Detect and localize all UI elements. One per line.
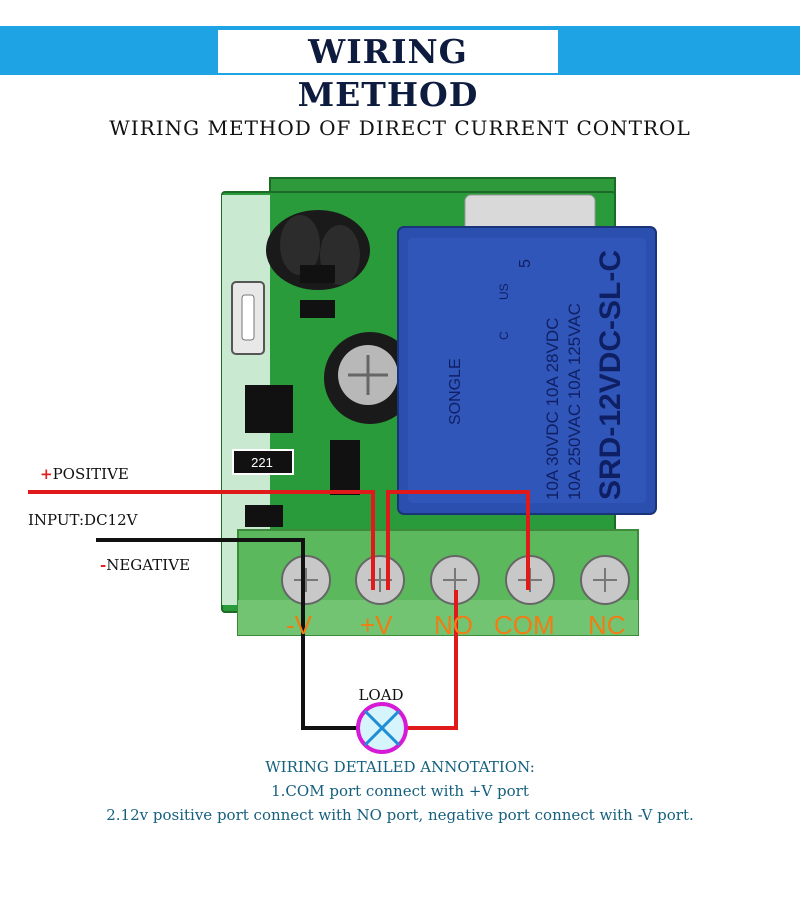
negative-wire [96,538,358,730]
positive-label: +POSITIVE [40,465,129,483]
negative-label: -NEGATIVE [100,556,191,574]
diagram-subtitle: WIRING METHOD OF DIRECT CURRENT CONTROL [109,116,691,140]
resistor [232,449,294,475]
annotation-line-2: 2.12v positive port connect with NO port… [106,806,694,824]
resistor-code: 221 [251,455,273,470]
ic-chip [245,385,293,433]
annotation-line-1: 1.COM port connect with +V port [271,782,529,800]
terminal-label-no: NO [434,610,473,640]
relay-brand: SONGLE [447,358,464,425]
terminal-label-minus-v: -V [286,610,312,640]
load-wire [406,590,458,730]
relay-mark: 5 [517,259,534,268]
relay-model: SRD-12VDC-SL-C [594,250,627,500]
terminal-label-plus-v: +V [360,610,393,640]
relay-us: US [497,283,511,300]
load-label: LOAD [358,686,403,704]
relay-rating-2: 10A 30VDC 10A 28VDC [543,318,562,500]
relay-rating-1: 10A 250VAC 10A 125VAC [565,303,584,500]
input-voltage-label: INPUT:DC12V [28,511,138,529]
terminal-label-nc: NC [588,610,626,640]
terminal-label-com: COM [494,610,555,640]
page-title: WIRING METHOD [218,30,558,114]
com-link-wire [386,490,530,590]
positive-wire [28,490,375,590]
annotation-heading: WIRING DETAILED ANNOTATION: [265,758,535,776]
relay-c: C [497,331,511,340]
